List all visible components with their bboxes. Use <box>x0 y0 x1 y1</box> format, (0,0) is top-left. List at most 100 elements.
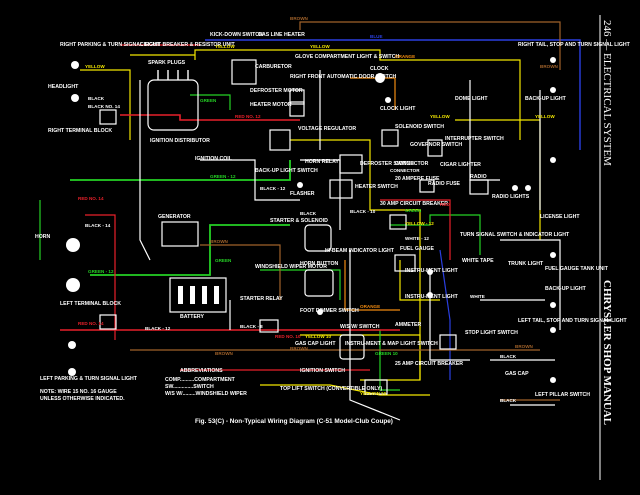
wire-label-white: WHITE <box>470 294 485 299</box>
wire-label-red-no12: RED NO. 12 <box>235 114 261 119</box>
wire-red <box>380 199 451 260</box>
wire-label-orange: ORANGE <box>395 54 415 59</box>
label-cb-30: 30 AMP CIRCUIT BREAKER <box>380 201 448 207</box>
wire-red <box>120 114 300 121</box>
wire-label-brown: BROWN <box>210 239 229 244</box>
label-voltage-regulator: VOLTAGE REGULATOR <box>298 126 356 132</box>
instrument-lamp-icon <box>427 269 433 275</box>
label-kickdown: KICK-DOWN SWITCH <box>210 32 263 38</box>
label-right-terminal-block: RIGHT TERMINAL BLOCK <box>48 128 112 134</box>
wire-label-brown: BROWN <box>515 344 534 349</box>
defroster-switch-icon <box>339 154 363 174</box>
wire-label-black: BLACK <box>88 96 105 101</box>
wire-label-black: BLACK <box>300 211 317 216</box>
defroster-motor-icon <box>289 89 305 105</box>
wire-white <box>500 239 561 330</box>
battery-icon <box>169 277 227 313</box>
fuel-tank-unit-icon <box>550 252 556 258</box>
label-left-pillar: LEFT PILLAR SWITCH <box>535 392 590 398</box>
wire-label-yellow: YELLOW <box>85 64 105 69</box>
label-ammeter: AMMETER <box>395 322 421 328</box>
label-interrupter: INTERRUPTER SWITCH <box>445 136 504 142</box>
label-carburetor: CARBURETOR <box>255 64 292 70</box>
label-right-tail: RIGHT TAIL, STOP AND TURN SIGNAL LIGHT <box>518 42 631 48</box>
label-defroster-switch: DEFROSTER SWITCH <box>360 161 414 167</box>
wire-label-black-14: BLACK - 14 <box>85 223 111 228</box>
wire-green <box>260 269 341 300</box>
wire-label-black-12: BLACK - 12 <box>145 326 171 331</box>
label-radio: RADIO <box>470 174 487 180</box>
horn-icon <box>66 238 80 252</box>
headlight-icon <box>68 341 76 349</box>
wire-yellow <box>260 384 430 396</box>
headlight-icon <box>71 94 79 102</box>
wire-yellow <box>194 49 521 140</box>
starter-relay-icon <box>259 319 279 333</box>
left-parking-lamp-icon <box>68 368 76 376</box>
hi-beam-lamp-icon <box>317 309 323 315</box>
wire-label-green: GREEN <box>200 98 217 103</box>
voltage-regulator-icon <box>269 129 291 151</box>
wire-label-green: GREEN <box>405 208 422 213</box>
label-spark-plugs: SPARK PLUGS <box>148 60 186 66</box>
wire-label-yellow-12: YELLOW - 12 <box>405 221 434 226</box>
label-backup-switch: BACK-UP LIGHT SWITCH <box>255 168 318 174</box>
wire-brown <box>200 244 281 300</box>
label-starter: STARTER & SOLENOID <box>270 218 328 224</box>
label-radio-lights: RADIO LIGHTS <box>492 194 530 200</box>
battery-cell <box>214 286 219 304</box>
label-instr-map: INSTRU-MENT & MAP LIGHT SWITCH <box>345 341 438 347</box>
wire-label-brown: BROWN <box>215 351 234 356</box>
wire-yellow <box>399 260 440 301</box>
label-gas-line-heater: GAS LINE HEATER <box>258 32 305 38</box>
circuit-breaker-icon <box>389 214 407 230</box>
wire-label-green-10: GREEN 10 <box>375 351 398 356</box>
label-heater-switch: HEATER SWITCH <box>355 184 398 190</box>
page-header: 246 — ELECTRICAL SYSTEM <box>601 20 613 166</box>
label-fuel-tank: FUEL GAUGE TANK UNIT <box>545 266 609 272</box>
heater-motor-icon <box>289 101 305 117</box>
wire-label-black-12: BLACK - 12 <box>260 186 286 191</box>
radio-light-icon <box>525 185 531 191</box>
wire-yellow <box>290 139 421 380</box>
label-ignition-switch: IGNITION SWITCH <box>300 368 345 374</box>
battery-cell <box>190 286 195 304</box>
gas-cap-lamp-icon <box>550 377 556 383</box>
wire-label-green-12: GREEN - 12 <box>88 269 114 274</box>
label-white-tape: WHITE TAPE <box>462 258 494 264</box>
wire-label-green: GREEN <box>215 258 232 263</box>
label-clock-light: CLOCK LIGHT <box>380 106 416 112</box>
wire-label-yellow-10: YELLOW 10 <box>360 391 386 396</box>
right-terminal-block-icon <box>99 109 117 125</box>
flasher-icon <box>297 182 303 188</box>
ignition-switch-icon <box>364 379 388 395</box>
label-governor-switch: GOVERNOR SWITCH <box>410 142 462 148</box>
wire-white <box>139 80 151 261</box>
radio-fuse-icon <box>419 179 435 193</box>
label-stop-light-switch: STOP LIGHT SWITCH <box>465 330 518 336</box>
label-connector: CONNECTOR <box>395 161 429 167</box>
radio-light-icon <box>512 185 518 191</box>
wire-label-red: RED <box>440 202 450 207</box>
label-horn-button: HORN BUTTON <box>300 261 338 267</box>
label-radio-fuse: RADIO FUSE <box>428 181 461 187</box>
abbrev-title: ABBREVIATIONS <box>180 368 223 374</box>
abbrev-item: W/S W/.........WINDSHIELD WIPER <box>165 391 247 397</box>
right-parking-lamp-icon <box>71 61 79 69</box>
interrupter-icon <box>427 139 443 157</box>
abbrev-item: COMP..........COMPARTMENT <box>165 377 236 383</box>
radio-icon <box>469 179 489 195</box>
wire-blue <box>205 39 581 150</box>
label-ignition-coil: IGNITION COIL <box>195 156 233 162</box>
label-right-parking: RIGHT PARKING & TURN SIGNAL LIGHT <box>60 42 161 48</box>
label-instr-light-1: INSTRU-MENT LIGHT <box>405 268 459 274</box>
label-door-switch: RIGHT FRONT AUTOMATIC DOOR SWITCH <box>290 74 396 80</box>
label-license-light: LICENSE LIGHT <box>540 214 580 220</box>
wire-label-green-12: GREEN - 12 <box>210 174 236 179</box>
clock-icon <box>375 73 385 83</box>
wire-white <box>200 159 300 201</box>
wire-label-black: BLACK <box>500 354 517 359</box>
label-fuel-gauge: FUEL GAUGE <box>400 246 434 252</box>
wire-label-red-no10: RED NO. 10 <box>275 334 301 339</box>
note-line: NOTE: WIRE 15 NO. 16 GAUGE <box>40 389 117 395</box>
